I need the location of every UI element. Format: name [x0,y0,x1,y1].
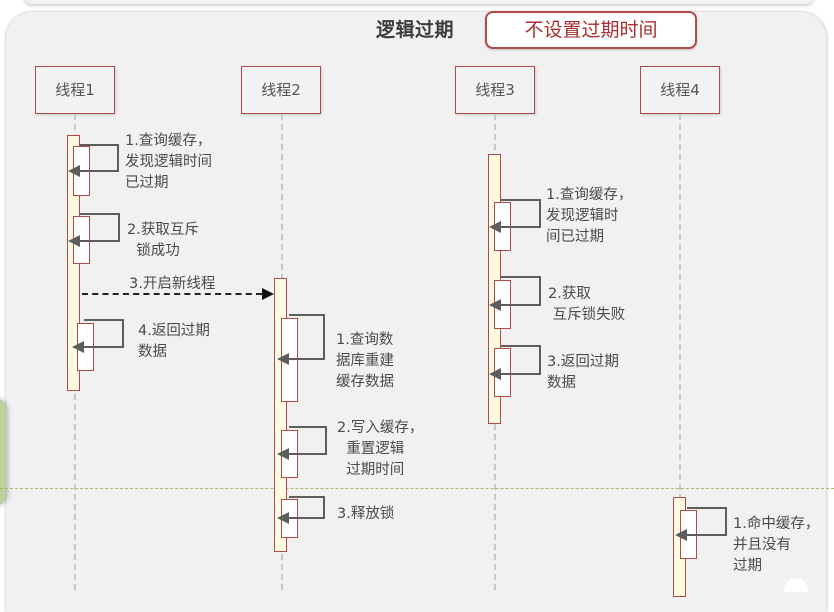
message-label: 1.命中缓存， 并且没有 过期 [733,516,820,574]
arrowhead-icon [277,448,289,460]
lifeline-thread-4 [679,114,681,590]
arrowhead-icon [277,512,289,524]
actor-thread-1: 线程1 [35,66,115,114]
message-label: 2.获取 互斥锁失败 [548,286,626,323]
message-label: 3.返回过期 数据 [547,354,619,391]
message-label: 1.查询缓存， 发现逻辑时 间已过期 [546,187,633,245]
message-label: 4.返回过期 数据 [138,323,210,360]
message-label: 1.查询数 据库重建 缓存数据 [336,332,394,390]
actor-thread-4: 线程4 [640,66,720,114]
self-call-arrow [675,507,727,541]
start-thread-arrow [82,293,262,295]
arrowhead-icon [489,368,501,380]
arrowhead-icon [68,235,80,247]
actor-thread-2: 线程2 [241,66,321,114]
message-label: 2.获取互斥 锁成功 [127,222,199,259]
self-call-arrow [68,213,120,247]
arrowhead-icon [489,299,501,311]
self-call-arrow [72,319,124,353]
self-call-arrow [277,426,327,460]
message-label: 3.释放锁 [337,506,395,522]
arrowhead-icon [277,353,289,365]
self-call-arrow [277,314,325,365]
self-call-arrow [489,276,541,311]
arrowhead-icon [262,288,274,300]
timeline-divider [0,488,834,489]
diagram-title: 逻辑过期 [376,19,455,41]
arrowhead-icon [489,221,501,233]
message-label: 3.开启新线程 [129,276,216,292]
side-tab[interactable] [0,398,6,506]
no-expiry-badge: 不设置过期时间 [485,11,697,49]
top-strip [24,0,814,4]
overlay-icon[interactable] [784,578,808,592]
actor-thread-3: 线程3 [455,66,535,114]
self-call-arrow [277,496,325,524]
message-label: 2.写入缓存， 重置逻辑 过期时间 [337,420,424,478]
arrowhead-icon [72,341,84,353]
self-call-arrow [489,345,541,380]
self-call-arrow [489,199,541,233]
self-call-arrow [68,144,119,177]
arrowhead-icon [68,165,80,177]
arrowhead-icon [675,529,687,541]
message-label: 1.查询缓存， 发现逻辑时间 已过期 [125,133,212,191]
